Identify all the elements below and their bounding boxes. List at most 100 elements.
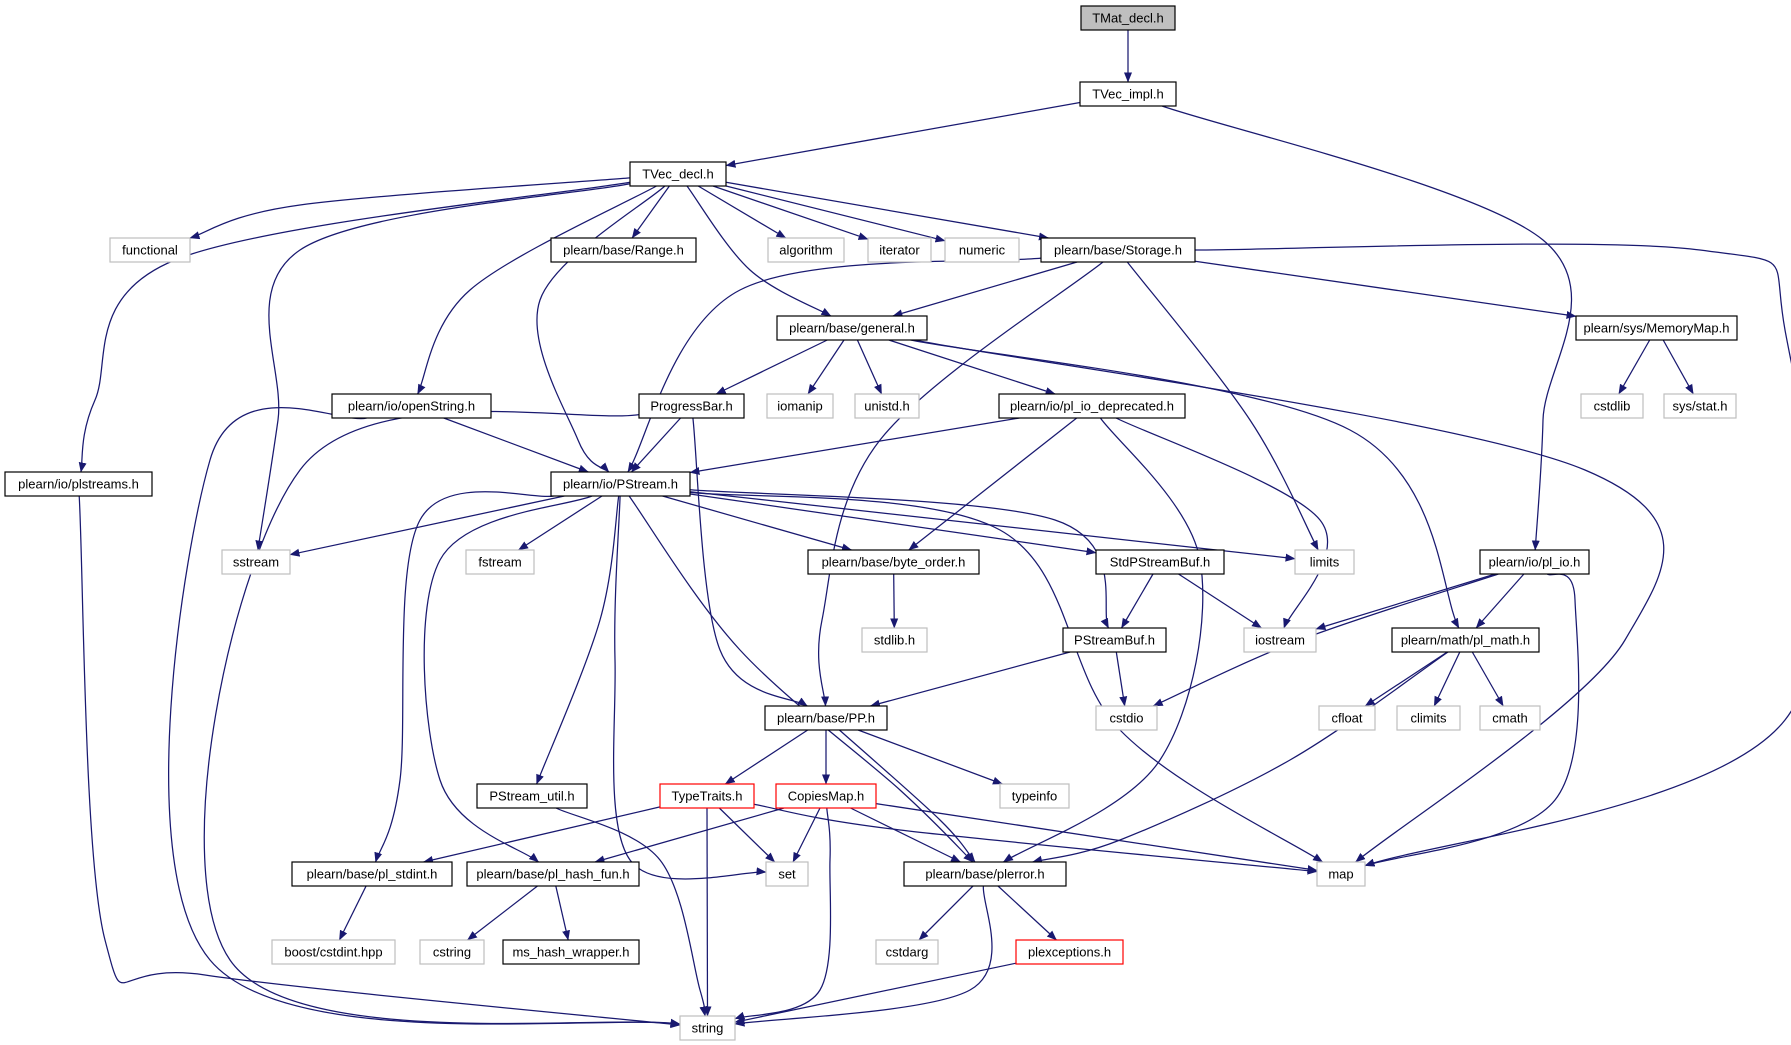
edge-memorymap-to-sysstat [1662,339,1694,395]
node-openstring[interactable]: plearn/io/openString.h [331,393,492,419]
node-box [854,393,920,419]
node-box [502,939,640,965]
node-box [1095,705,1158,731]
node-tmat-decl[interactable]: TMat_decl.h [1080,5,1176,31]
edge-plio-to-plmath [1475,573,1525,629]
edge-tvec_decl-to-functional [189,177,631,240]
edge-plstdint-to-boostcstdint [338,885,367,941]
node-stdpsbuf[interactable]: StdPStreamBuf.h [1095,549,1225,575]
node-label: cmath [1492,711,1527,726]
node-box [221,549,291,575]
node-iomanip: iomanip [766,393,834,419]
node-box [1040,237,1196,263]
node-label: plearn/io/plstreams.h [18,477,139,492]
node-typeinfo: typeinfo [999,783,1070,809]
edge-general-to-iomanip [807,339,845,395]
node-box [466,861,640,887]
node-memorymap[interactable]: plearn/sys/MemoryMap.h [1575,315,1738,341]
node-label: plearn/base/PP.h [777,711,875,726]
edge-copiesmap-to-plerror [850,807,961,863]
node-plexceptions[interactable]: plexceptions.h [1015,939,1124,965]
node-boostcstdint: boost/cstdint.hpp [271,939,396,965]
node-pstream[interactable]: plearn/io/PStream.h [550,471,691,497]
edge-pp-to-plerror [838,729,976,863]
node-box [1663,393,1737,419]
edge-pp-to-typetraits [724,729,809,785]
node-copiesmap[interactable]: CopiesMap.h [775,783,877,809]
edge-pstream-to-stdpsbuf [689,493,1097,556]
node-typetraits[interactable]: TypeTraits.h [659,783,755,809]
edge-tvec_decl-to-range [631,185,670,239]
edge-pstream-to-psbuf [689,489,1110,629]
node-label: plearn/base/general.h [789,321,915,336]
node-mshash[interactable]: ms_hash_wrapper.h [502,939,640,965]
edge-psutil-to-string [555,807,708,1017]
node-box [109,237,191,263]
node-box [4,471,153,497]
edge-typetraits-to-string [703,807,712,1017]
node-label: plearn/io/pl_io.h [1489,555,1581,570]
node-label: plearn/base/pl_stdint.h [307,867,438,882]
node-storage[interactable]: plearn/base/Storage.h [1040,237,1196,263]
edge-pstream-to-set [612,495,767,880]
edge-general-to-unistd [856,339,883,395]
node-label: iostream [1255,633,1305,648]
node-label: plearn/math/pl_math.h [1401,633,1530,648]
node-label: typeinfo [1012,789,1058,804]
edge-tvec_decl-to-sstream [255,183,631,551]
edge-storage-to-pp [818,261,1104,707]
node-label: climits [1410,711,1447,726]
edge-plmath-to-cmath [1471,651,1504,707]
node-label: plearn/base/plerror.h [925,867,1044,882]
node-range[interactable]: plearn/base/Range.h [550,237,697,263]
edge-tvec_decl-to-storage [725,181,1049,241]
edge-pliodep-to-pstream [689,417,1020,475]
node-box [638,393,745,419]
node-tvec-impl[interactable]: TVec_impl.h [1079,81,1177,107]
node-label: cstdlib [1594,399,1631,414]
node-box [1015,939,1124,965]
node-box [1318,705,1376,731]
node-tvec-decl[interactable]: TVec_decl.h [629,161,727,187]
node-box [1391,627,1540,653]
node-pliodep[interactable]: plearn/io/pl_io_deprecated.h [998,393,1186,419]
node-plmath[interactable]: plearn/math/pl_math.h [1391,627,1540,653]
node-byteorder[interactable]: plearn/base/byte_order.h [807,549,980,575]
node-cfloat: cfloat [1318,705,1376,731]
node-plio[interactable]: plearn/io/pl_io.h [1479,549,1590,575]
node-label: cstdarg [886,945,929,960]
node-iterator: iterator [867,237,932,263]
node-label: numeric [959,243,1006,258]
node-plhash[interactable]: plearn/base/pl_hash_fun.h [466,861,640,887]
node-box [764,705,888,731]
edge-typetraits-to-map [753,803,1318,875]
node-plstreams[interactable]: plearn/io/plstreams.h [4,471,153,497]
node-label: TVec_impl.h [1092,87,1164,102]
node-label: sstream [233,555,279,570]
node-label: PStream_util.h [489,789,574,804]
node-box [629,161,727,187]
node-plstdint[interactable]: plearn/base/pl_stdint.h [291,861,453,887]
node-progressbar[interactable]: ProgressBar.h [638,393,745,419]
edge-storage-to-memorymap [1194,260,1577,319]
node-general[interactable]: plearn/base/general.h [776,315,928,341]
edge-plhash-to-mshash [555,885,570,941]
edge-plhash-to-cstring [467,885,538,941]
node-label: TVec_decl.h [642,167,714,182]
node-box [776,315,928,341]
node-psbuf[interactable]: PStreamBuf.h [1062,627,1167,653]
node-plerror[interactable]: plearn/base/plerror.h [903,861,1067,887]
edge-tvec_decl-to-algorithm [697,185,787,239]
edge-storage-to-map [1194,243,1791,867]
edge-tvec_decl-to-plstreams [78,181,631,473]
node-pp[interactable]: plearn/base/PP.h [764,705,888,731]
edge-openstring-to-string [168,407,681,1027]
node-box [999,783,1070,809]
node-label: cstdio [1110,711,1144,726]
node-label: CopiesMap.h [788,789,865,804]
node-psutil[interactable]: PStream_util.h [476,783,588,809]
edge-plmath-to-cfloat [1364,651,1448,707]
edge-plstreams-to-string [78,495,681,1029]
edge-memorymap-to-cstdlib [1618,339,1651,395]
node-label: plearn/sys/MemoryMap.h [1584,321,1730,336]
